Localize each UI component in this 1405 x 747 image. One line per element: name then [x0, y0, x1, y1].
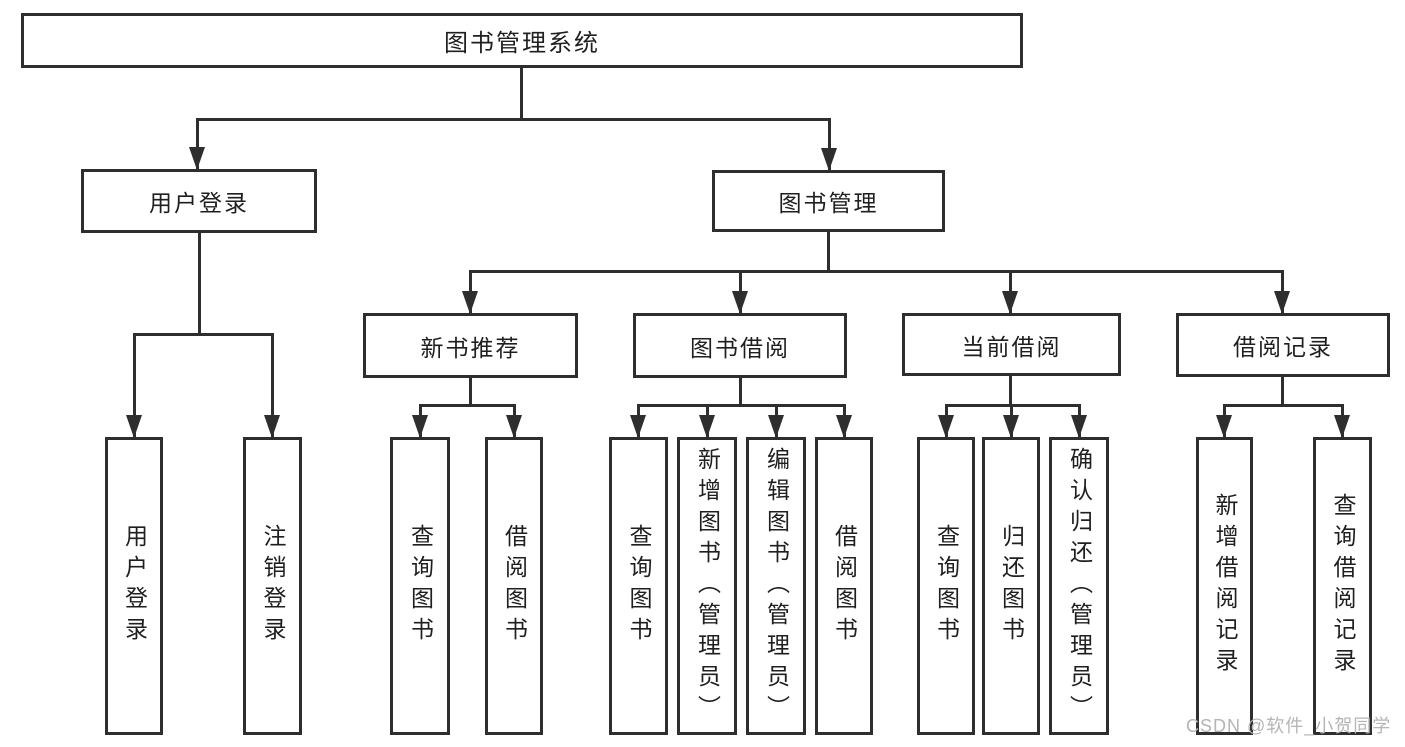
arrow-to-new-book-rec — [462, 291, 478, 314]
node-root-system: 图书管理系统 — [21, 13, 1023, 68]
arrow-to-cb-query — [938, 415, 954, 438]
connector-new-book-rec-stub — [469, 378, 472, 407]
leaf-bb-query-books: 查询图书 — [609, 437, 668, 735]
arrow-to-cb-confirm — [1071, 415, 1087, 438]
leaf-br-add-record: 新增借阅记录 — [1196, 437, 1253, 735]
leaf-bb-add-books: 新增图书（管理员） — [677, 437, 737, 735]
arrow-to-leaf-login — [126, 415, 142, 438]
connector-current-borrow-hline — [945, 404, 1081, 407]
connector-book-mgmt-hline — [469, 270, 1284, 273]
leaf-rec-borrow-books: 借阅图书 — [485, 437, 543, 735]
arrow-to-br-add — [1216, 415, 1232, 438]
node-borrow-records: 借阅记录 — [1176, 313, 1390, 377]
arrow-to-cb-return — [1003, 415, 1019, 438]
connector-root-to-user-login — [196, 118, 199, 169]
leaf-cb-query-books: 查询图书 — [917, 437, 975, 735]
leaf-rec-query-books: 查询图书 — [390, 437, 450, 735]
node-book-mgmt: 图书管理 — [712, 170, 945, 232]
connector-user-login-hline — [133, 333, 274, 336]
arrow-to-current-borrow — [1002, 291, 1018, 314]
arrow-to-bb-borrow — [836, 415, 852, 438]
arrow-to-book-borrow — [732, 291, 748, 314]
connector-new-book-rec-hline — [419, 404, 516, 407]
arrow-to-bb-edit — [768, 415, 784, 438]
arrow-to-bb-add — [699, 415, 715, 438]
arrow-to-br-query — [1334, 415, 1350, 438]
connector-root-hline — [196, 118, 831, 121]
node-user-login: 用户登录 — [81, 169, 317, 233]
arrow-to-user-login — [189, 147, 205, 170]
connector-to-leaf-login — [133, 333, 136, 437]
csdn-watermark: CSDN @软件_小贺同学 — [1186, 716, 1392, 736]
leaf-br-query-record: 查询借阅记录 — [1313, 437, 1372, 735]
arrow-to-leaf-logout — [264, 415, 280, 438]
arrow-to-rec-query — [412, 415, 428, 438]
arrow-to-bb-query — [630, 415, 646, 438]
leaf-user-login: 用户登录 — [105, 437, 163, 735]
node-book-borrow: 图书借阅 — [633, 313, 847, 378]
connector-borrow-records-stub — [1281, 377, 1284, 407]
leaf-bb-edit-books: 编辑图书（管理员） — [746, 437, 806, 735]
node-current-borrow: 当前借阅 — [902, 313, 1121, 376]
connector-borrow-records-hline — [1223, 404, 1344, 407]
connector-current-borrow-stub — [1009, 376, 1012, 407]
connector-book-borrow-hline — [637, 404, 846, 407]
leaf-bb-borrow-books: 借阅图书 — [815, 437, 873, 735]
connector-root-stub — [520, 66, 523, 120]
connector-to-leaf-logout — [271, 333, 274, 437]
arrow-to-rec-borrow — [506, 415, 522, 438]
connector-book-mgmt-stub — [827, 232, 830, 273]
node-new-book-rec: 新书推荐 — [363, 313, 578, 378]
connector-user-login-stub — [198, 233, 201, 335]
leaf-cb-confirm-return: 确认归还（管理员） — [1049, 437, 1109, 735]
connector-book-borrow-stub — [739, 378, 742, 407]
arrow-to-book-mgmt — [821, 148, 837, 171]
arrow-to-borrow-records — [1274, 291, 1290, 314]
leaf-logout: 注销登录 — [243, 437, 302, 735]
connector-root-to-book-mgmt — [828, 118, 831, 170]
leaf-cb-return-books: 归还图书 — [982, 437, 1040, 735]
